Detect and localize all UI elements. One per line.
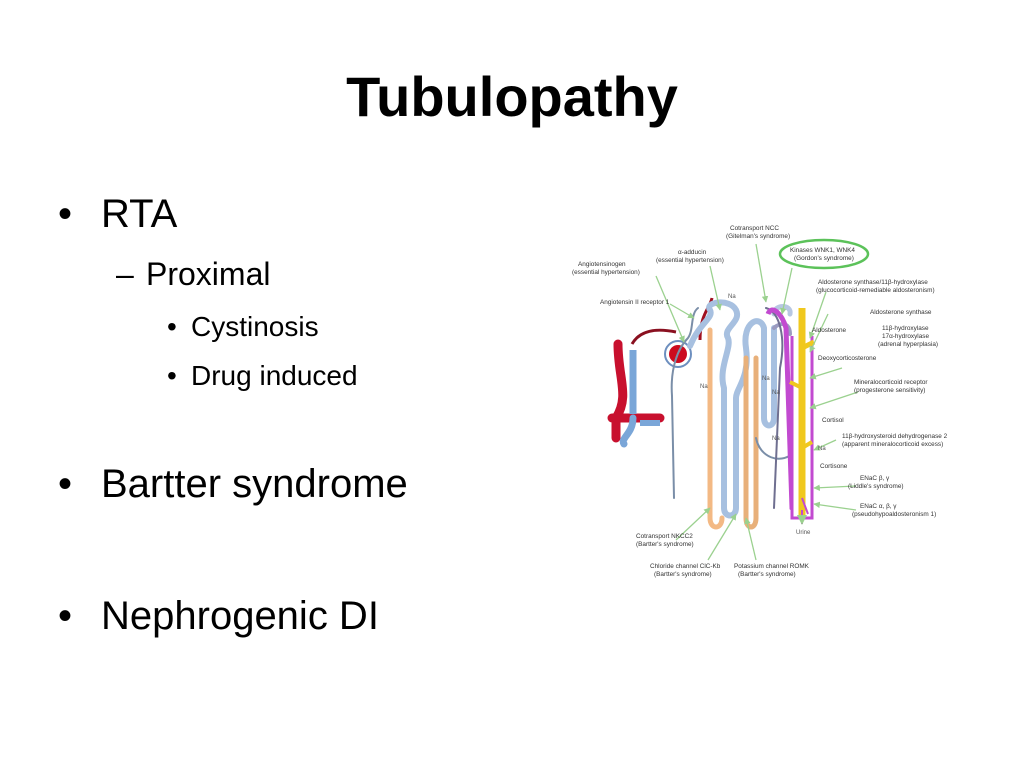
bullet-text: Cystinosis [191,311,319,342]
na-label: Na [772,390,780,396]
label-angiotensinogen: Angiotensinogen (essential hypertension) [572,261,640,276]
label-aldosterone: Aldosterone [812,327,847,334]
bullet-marker: • [58,594,73,638]
na-label: Na [762,376,770,382]
bullet-text: Proximal [146,256,271,292]
bullet-text: RTA [101,192,178,236]
slide-title: Tubulopathy [346,65,678,128]
bullet-text: Bartter syndrome [101,462,408,506]
bullet-text: Nephrogenic DI [101,594,379,638]
pointer-arrows [655,243,859,561]
na-label: Na [728,294,736,300]
collecting-duct [765,307,816,525]
bullet-bartter: • Bartter syndrome [58,460,408,508]
label-kinases: Kinases WNK1, WNK4 (Gordon's syndrome) [790,247,857,262]
bullet-drug-induced: • Drug induced [167,359,358,393]
kinase-highlight [778,238,870,270]
label-cortisol: Cortisol [822,417,844,424]
bullet-marker: – [116,256,134,292]
bullet-text: Drug induced [191,360,358,391]
nephron-svg: Na Na Na Na Na Na Cotransport NCC (Gitel… [572,225,949,578]
bullet-marker: • [167,360,177,391]
label-aldo-synthase: Aldosterone synthase [870,309,932,316]
label-cortisone: Cortisone [820,463,848,470]
label-mineralocorticoid: Mineralocorticoid receptor (progesterone… [854,379,929,394]
label-urine: Urine [796,530,811,536]
nephron-diagram: Na Na Na Na Na Na Cotransport NCC (Gitel… [560,218,960,588]
bullet-marker: • [58,192,73,236]
label-hsd2: 11β-hydroxysteroid dehydrogenase 2 (appa… [842,433,949,448]
na-label: Na [818,446,826,452]
nephron-tubules [670,299,793,530]
bullet-proximal: –Proximal [116,254,270,294]
label-cotransport-ncc: Cotransport NCC (Gitelman's syndrome) [726,225,790,240]
label-romk: Potassium channel ROMK (Bartter's syndro… [734,563,811,578]
blood-vessels [607,297,714,448]
label-enac-pha: ENaC α, β, γ (pseudohypoaldosteronism 1) [852,503,936,518]
label-aldo-synthase-11b: Aldosterone synthase/11β-hydroxylase (gl… [816,279,935,294]
label-hydroxylase: 11β-hydroxylase 17α-hydroxylase (adrenal… [878,325,938,348]
label-angiotensin-receptor: Angiotensin II receptor 1 [600,299,670,306]
label-deoxycorticosterone: Deoxycorticosterone [818,355,877,362]
label-nkcc2: Cotransport NKCC2 (Bartter's syndrome) [636,533,695,548]
bullet-nephrogenic-di: • Nephrogenic DI [58,592,379,640]
bullet-rta: • RTA [58,190,177,238]
na-label: Na [700,384,708,390]
sodium-labels: Na Na Na Na Na Na [700,294,826,452]
bullet-list: • RTA –Proximal • Cystinosis • Drug induced… [58,190,408,640]
bullet-cystinosis: • Cystinosis [167,310,319,344]
figure-labels: Cotransport NCC (Gitelman's syndrome) Ki… [572,225,949,578]
label-enac-liddle: ENaC β, γ (Liddle's syndrome) [848,475,904,490]
bullet-marker: • [167,311,177,342]
na-label: Na [772,436,780,442]
bullet-marker: • [58,462,73,506]
label-clc-kb: Chloride channel ClC-Kb (Bartter's syndr… [650,563,722,578]
label-adducin: α-adducin (essential hypertension) [656,249,724,264]
